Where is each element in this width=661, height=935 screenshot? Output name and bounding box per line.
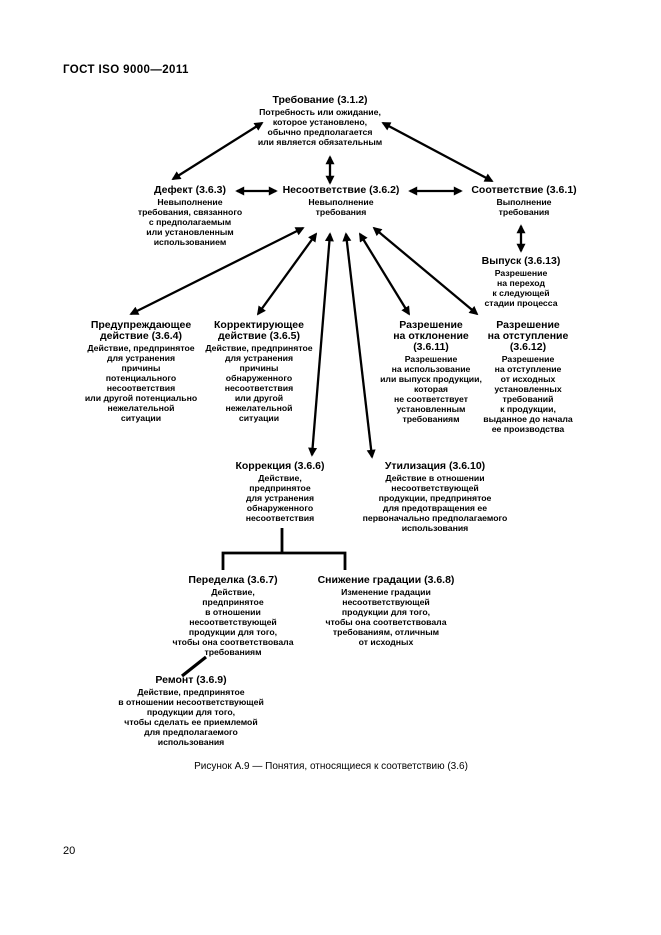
node-requirement: Требование (3.1.2) Потребность или ожида… bbox=[257, 94, 383, 148]
node-title: Корректирующее действие (3.6.5) bbox=[214, 319, 304, 342]
node-body: Разрешение на переход к следующей стадии… bbox=[484, 268, 558, 308]
arrow-requirement-defect bbox=[171, 122, 264, 180]
node-title: Предупреждающее действие (3.6.4) bbox=[90, 319, 192, 342]
node-body: Изменение градации несоответствующей про… bbox=[325, 587, 447, 647]
arrow-nonconformity-scrap bbox=[342, 232, 376, 459]
node-body: Действие, предпринятое для устранения об… bbox=[245, 473, 315, 523]
node-body: Выполнение требования bbox=[496, 197, 552, 217]
node-body: Невыполнение требования bbox=[308, 197, 374, 217]
connector-correction-children bbox=[221, 528, 347, 570]
node-repair: Ремонт (3.6.9) Действие, предпринятое в … bbox=[118, 674, 264, 748]
node-title: Коррекция (3.6.6) bbox=[235, 460, 325, 472]
node-body: Потребность или ожидание, которое устано… bbox=[257, 107, 383, 147]
node-conformity: Соответствие (3.6.1) Выполнение требован… bbox=[471, 184, 577, 218]
node-body: Действие, предпринятое в отношении несоо… bbox=[172, 587, 294, 657]
node-title: Разрешение на отступление (3.6.12) bbox=[487, 319, 569, 353]
node-title: Утилизация (3.6.10) bbox=[384, 460, 486, 472]
document-header: ГОСТ ISO 9000—2011 bbox=[63, 64, 189, 76]
node-body: Действие, предпринятое в отношении несоо… bbox=[118, 687, 264, 747]
figure-caption: Рисунок А.9 — Понятия, относящиеся к соо… bbox=[194, 761, 468, 772]
arrow-requirement-conformity bbox=[381, 121, 494, 183]
node-rework: Переделка (3.6.7) Действие, предпринятое… bbox=[172, 574, 294, 658]
node-concession: Разрешение на отклонение (3.6.11) Разреш… bbox=[380, 319, 482, 425]
arrow-nonconformity-concession bbox=[359, 232, 410, 316]
node-body: Невыполнение требования, связанного с пр… bbox=[137, 197, 243, 247]
node-title: Требование (3.1.2) bbox=[272, 94, 368, 106]
page-number: 20 bbox=[63, 845, 76, 857]
node-preventive-action: Предупреждающее действие (3.6.4) Действи… bbox=[84, 319, 198, 424]
node-title: Разрешение на отклонение (3.6.11) bbox=[393, 319, 469, 353]
node-nonconformity: Несоответствие (3.6.2) Невыполнение треб… bbox=[282, 184, 400, 218]
node-body: Действие, предпринятое для устранения пр… bbox=[84, 343, 198, 423]
node-title: Переделка (3.6.7) bbox=[188, 574, 278, 586]
node-title: Выпуск (3.6.13) bbox=[481, 255, 561, 267]
node-scrap: Утилизация (3.6.10) Действие в отношении… bbox=[362, 460, 508, 534]
node-deviation-permit: Разрешение на отступление (3.6.12) Разре… bbox=[483, 319, 573, 435]
node-title: Соответствие (3.6.1) bbox=[471, 184, 577, 196]
connector-rework-repair bbox=[181, 655, 207, 678]
node-body: Действие, предпринятое для устранения пр… bbox=[205, 343, 313, 423]
arrow-nonconformity-deviation-permit bbox=[372, 226, 479, 316]
node-title: Ремонт (3.6.9) bbox=[155, 674, 227, 686]
node-release: Выпуск (3.6.13) Разрешение на переход к … bbox=[481, 255, 561, 309]
node-title: Снижение градации (3.6.8) bbox=[317, 574, 455, 586]
arrow-nonconformity-correction bbox=[308, 232, 334, 457]
node-defect: Дефект (3.6.3) Невыполнение требования, … bbox=[137, 184, 243, 248]
node-correction: Коррекция (3.6.6) Действие, предпринятое… bbox=[235, 460, 325, 524]
node-body: Разрешение на использование или выпуск п… bbox=[380, 354, 482, 424]
node-body: Действие в отношении несоответствующей п… bbox=[362, 473, 508, 533]
arrow-nonconformity-corrective-action bbox=[256, 232, 318, 316]
node-regrade: Снижение градации (3.6.8) Изменение град… bbox=[317, 574, 455, 648]
node-title: Несоответствие (3.6.2) bbox=[282, 184, 400, 196]
node-body: Разрешение на отступление от исходных ус… bbox=[483, 354, 573, 434]
node-corrective-action: Корректирующее действие (3.6.5) Действие… bbox=[205, 319, 313, 424]
node-title: Дефект (3.6.3) bbox=[154, 184, 226, 196]
